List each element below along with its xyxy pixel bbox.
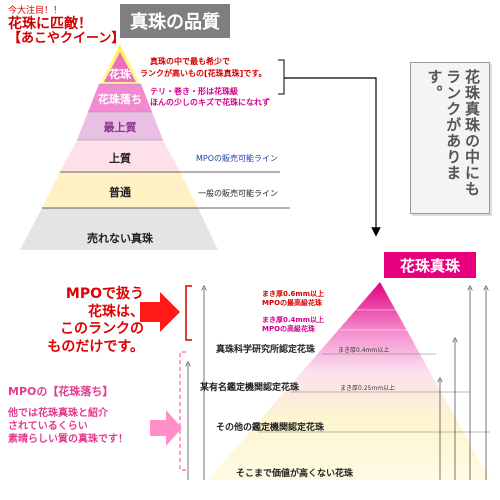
mpo-line: このランクの	[60, 321, 144, 337]
tier-jo-desc: MPOの販売可能ライン	[196, 154, 279, 163]
tier-saijo-label: 最上質	[103, 121, 137, 134]
hanadama-pyramid	[208, 282, 490, 480]
tier-ochi-desc1: テリ・巻き・形は花珠級	[150, 87, 238, 96]
tier-ochi-desc2: ほんの少しのキズで花珠になれず	[150, 98, 270, 107]
top-bracket	[278, 59, 285, 95]
tier-hanadama-pink	[104, 52, 136, 82]
tier-jo-band	[60, 140, 180, 172]
tier-kenkyujo-note: まき厚0.4mm以上	[338, 347, 390, 354]
ochi-line: 素晴らしい質の真珠です！	[8, 434, 128, 446]
mpo-text: MPOで扱う 花珠は、 このランクの ものだけです。	[14, 286, 144, 356]
tier-futsu-band	[42, 172, 198, 208]
tagline: 今大注目！！ 花珠に匹敵！ 【あこやクイーン】	[8, 6, 125, 47]
tagline-line1: 花珠に匹敵！	[8, 16, 92, 33]
tagline-line2: 【あこやクイーン】	[8, 31, 125, 47]
tagline-small: 今大注目！！	[8, 6, 63, 16]
pink-note-line1: まき厚0.4mm以上	[262, 316, 324, 324]
ochi-line: 他では花珠真珠と紹介	[8, 408, 108, 420]
tier-hanadama-desc2: ランクが高いもの[花珠真珠]です。	[140, 69, 267, 78]
mpo-arrow	[140, 292, 180, 332]
red-note-line2: MPOの最高級花珠	[262, 298, 323, 307]
side-note-box: 花珠真珠の中にもランクがあります。	[410, 62, 490, 214]
red-note: まき厚0.6mm以上 MPOの最高級花珠	[262, 290, 324, 308]
page-title: 真珠の品質	[120, 4, 230, 38]
tier-jo-label: 上質	[109, 152, 131, 165]
tier-futsu-label: 普通	[109, 186, 131, 199]
tier-hanadama-label: 花珠	[109, 68, 131, 81]
tier-sonota-label: その他の鑑定機関認定花珠	[216, 423, 325, 433]
ochi-line: されているくらい	[8, 421, 88, 433]
ochi-heading: MPOの【花珠落ち】	[8, 385, 114, 398]
pink-note-line2: MPOの高級花珠	[262, 324, 316, 333]
tier-futsu-desc: 一般の販売可能ライン	[198, 189, 278, 198]
tier-urenai-label: 売れない真珠	[87, 232, 153, 245]
tier-saijo-band	[77, 112, 163, 140]
tier-yumei-note: まき厚0.25mm以上	[340, 385, 396, 392]
mpo-line: 花珠は、	[88, 303, 144, 320]
tier-hanadama-desc1: 真珠の中で最も希少で	[150, 57, 230, 66]
side-note-text: 花珠真珠の中にもランクがあります。	[425, 69, 482, 197]
ochi-arrow	[150, 410, 182, 446]
red-note-line1: まき厚0.6mm以上	[262, 290, 324, 298]
ochi-bracket	[179, 351, 186, 471]
mpo-line: ものだけです。	[47, 338, 144, 355]
tier-kenkyujo-label: 真珠科学研究所認定花珠	[216, 345, 316, 355]
mpo-line: MPOで扱う	[65, 286, 144, 302]
connector-line	[284, 77, 381, 237]
tier-ochi-label: 花珠落ち	[98, 93, 142, 106]
tier-yumei-label: 某有名鑑定機関認定花珠	[200, 383, 300, 393]
tier-urenai-band	[20, 208, 218, 250]
tier-lowvalue-label: そこまで価値が高くない花珠	[236, 469, 354, 479]
mpo-bracket	[185, 285, 192, 341]
tier-ochi-band	[88, 84, 152, 112]
ochi-text: MPOの【花珠落ち】 他では花珠真珠と紹介 されているくらい 素晴らしい質の真珠…	[8, 385, 158, 446]
pink-note: まき厚0.4mm以上 MPOの高級花珠	[262, 316, 324, 334]
hanadama-title: 花珠真珠	[384, 252, 476, 278]
